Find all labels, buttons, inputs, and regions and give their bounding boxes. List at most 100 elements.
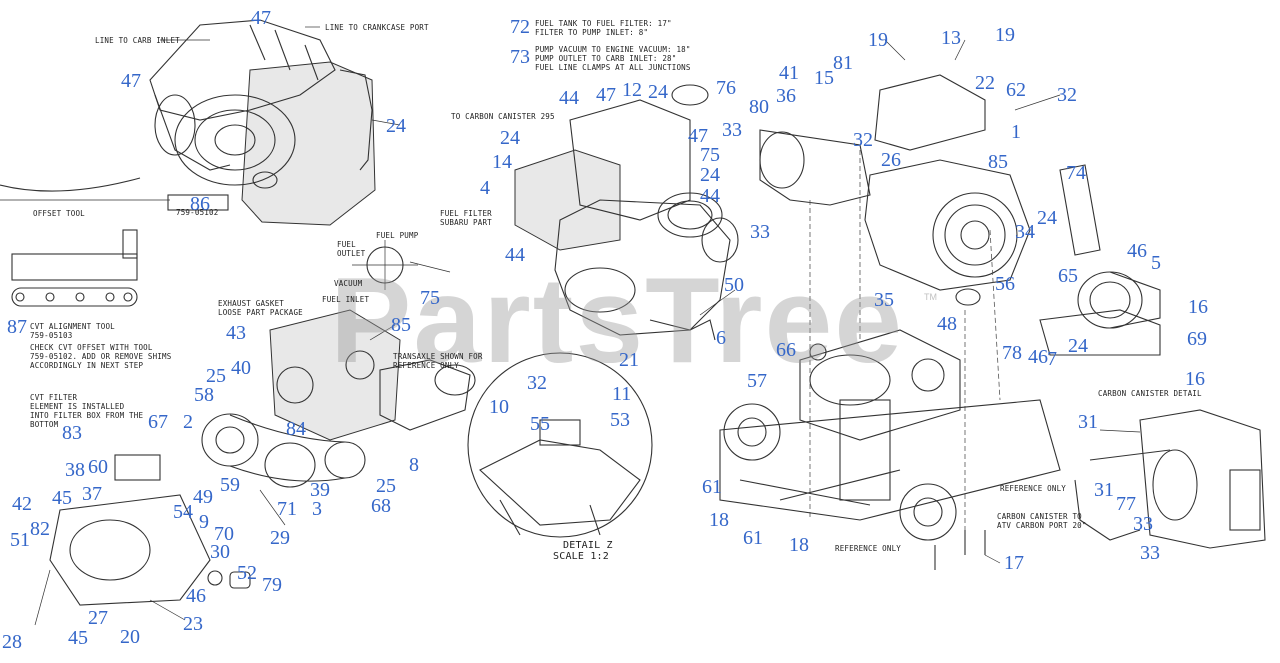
callout-number: 68 bbox=[371, 495, 391, 517]
note-vacuum: VACUUM bbox=[334, 279, 363, 288]
callout-number: 45 bbox=[68, 627, 88, 649]
callout-number: 4 bbox=[480, 177, 490, 199]
callout-number: 38 bbox=[65, 459, 85, 481]
callout-number: 2 bbox=[183, 411, 193, 433]
callout-number: 25 bbox=[206, 365, 226, 387]
callout-number: 32 bbox=[853, 129, 873, 151]
callout-number: 28 bbox=[2, 631, 22, 653]
callout-number: 51 bbox=[10, 529, 30, 551]
callout-number: 58 bbox=[194, 384, 214, 406]
note-carbon-canister-detail: CARBON CANISTER DETAIL bbox=[1098, 389, 1202, 398]
center-engine-drawing bbox=[352, 84, 739, 341]
callout-number: 21 bbox=[619, 349, 639, 371]
callout-number: 33 bbox=[722, 119, 742, 141]
engine-top-left-drawing bbox=[149, 19, 376, 226]
callout-number: 24 bbox=[700, 164, 720, 186]
callout-number: 47 bbox=[121, 70, 141, 92]
callout-number: 7 bbox=[1047, 348, 1057, 370]
callout-number: 6 bbox=[716, 327, 726, 349]
callout-number: 25 bbox=[376, 475, 396, 497]
note-fuel-outlet: FUEL OUTLET bbox=[337, 240, 366, 258]
callout-number: 46 bbox=[186, 585, 206, 607]
callout-number: 22 bbox=[975, 72, 995, 94]
callout-number: 44 bbox=[559, 87, 579, 109]
watermark: PartsTree bbox=[330, 252, 905, 388]
callout-number: 17 bbox=[1004, 552, 1024, 574]
callout-number: 33 bbox=[750, 221, 770, 243]
callout-number: 65 bbox=[1058, 265, 1078, 287]
callout-number: 29 bbox=[270, 527, 290, 549]
note-line-to-carb: LINE TO CARB INLET bbox=[95, 36, 180, 45]
callout-number: 9 bbox=[199, 511, 209, 533]
callout-number: 49 bbox=[193, 486, 213, 508]
callout-number: 16 bbox=[1185, 368, 1205, 390]
right-engine-drawing bbox=[759, 74, 1161, 540]
callout-number: 72 bbox=[510, 16, 530, 38]
callout-number: 77 bbox=[1116, 493, 1136, 515]
callout-number: 43 bbox=[226, 322, 246, 344]
callout-number: 34 bbox=[1015, 221, 1035, 243]
callout-number: 24 bbox=[1037, 207, 1057, 229]
callout-number: 66 bbox=[776, 339, 796, 361]
callout-number: 44 bbox=[505, 244, 525, 266]
note-reference-only-2: REFERENCE ONLY bbox=[835, 544, 902, 553]
note-check-cvt: CHECK CVT OFFSET WITH TOOL 759-05102. AD… bbox=[30, 343, 172, 370]
callout-number: 70 bbox=[214, 523, 234, 545]
callout-number: 61 bbox=[702, 476, 722, 498]
note-reference-only-1: REFERENCE ONLY bbox=[1000, 484, 1067, 493]
callout-number: 8 bbox=[409, 454, 419, 476]
callout-number: 86 bbox=[190, 193, 210, 215]
callout-number: 31 bbox=[1078, 411, 1098, 433]
callout-number: 41 bbox=[779, 62, 799, 84]
callout-number: 40 bbox=[231, 357, 251, 379]
callout-number: 16 bbox=[1188, 296, 1208, 318]
note-fuel-pump: FUEL PUMP bbox=[376, 231, 419, 240]
note-carbon-canister-to: CARBON CANISTER TO ATV CARBON PORT 20" bbox=[997, 512, 1087, 530]
callout-number: 67 bbox=[148, 411, 168, 433]
callout-number: 23 bbox=[183, 613, 203, 635]
callout-number: 42 bbox=[12, 493, 32, 515]
callout-number: 24 bbox=[648, 81, 668, 103]
callout-number: 47 bbox=[688, 125, 708, 147]
callout-number: 20 bbox=[120, 626, 140, 648]
callout-number: 60 bbox=[88, 456, 108, 478]
callout-number: 13 bbox=[941, 27, 961, 49]
callout-number: 19 bbox=[995, 24, 1015, 46]
callout-number: 12 bbox=[622, 79, 642, 101]
callout-number: 56 bbox=[995, 273, 1015, 295]
callout-number: 37 bbox=[82, 483, 102, 505]
note-fuel-filter: FUEL FILTER SUBARU PART bbox=[440, 209, 492, 227]
callout-number: 36 bbox=[776, 85, 796, 107]
callout-number: 19 bbox=[868, 29, 888, 51]
note-cvt-filter: CVT FILTER ELEMENT IS INSTALLED INTO FIL… bbox=[30, 393, 144, 429]
note-line-to-crankcase: LINE TO CRANKCASE PORT bbox=[325, 23, 429, 32]
callout-number: 18 bbox=[709, 509, 729, 531]
callout-number: 52 bbox=[237, 562, 257, 584]
callout-number: 47 bbox=[596, 84, 616, 106]
note-to-carbon-canister: TO CARBON CANISTER 295 bbox=[451, 112, 555, 121]
callout-number: 82 bbox=[30, 518, 50, 540]
callout-number: 48 bbox=[937, 313, 957, 335]
callout-number: 10 bbox=[489, 396, 509, 418]
carbon-canister-drawing bbox=[1074, 409, 1266, 549]
note-transaxle-shown: TRANSAXLE SHOWN FOR REFERENCE ONLY bbox=[393, 352, 483, 370]
callout-number: 84 bbox=[286, 418, 306, 440]
callout-number: 46 bbox=[1127, 240, 1147, 262]
callout-number: 81 bbox=[833, 52, 853, 74]
offset-tool-drawing bbox=[0, 177, 229, 307]
callout-number: 32 bbox=[527, 372, 547, 394]
callout-number: 50 bbox=[724, 274, 744, 296]
callout-number: 78 bbox=[1002, 342, 1022, 364]
callout-number: 71 bbox=[277, 498, 297, 520]
note-cvt-alignment-tool: CVT ALIGNMENT TOOL 759-05103 bbox=[30, 322, 115, 340]
callout-number: 87 bbox=[7, 316, 27, 338]
callout-number: 80 bbox=[749, 96, 769, 118]
callout-number: 61 bbox=[743, 527, 763, 549]
cvt-assembly-drawing bbox=[49, 309, 476, 606]
callout-number: 15 bbox=[814, 67, 834, 89]
callout-number: 14 bbox=[492, 151, 512, 173]
callout-number: 69 bbox=[1187, 328, 1207, 350]
note-detail-z: DETAIL Z bbox=[563, 540, 613, 551]
callout-number: 75 bbox=[700, 144, 720, 166]
